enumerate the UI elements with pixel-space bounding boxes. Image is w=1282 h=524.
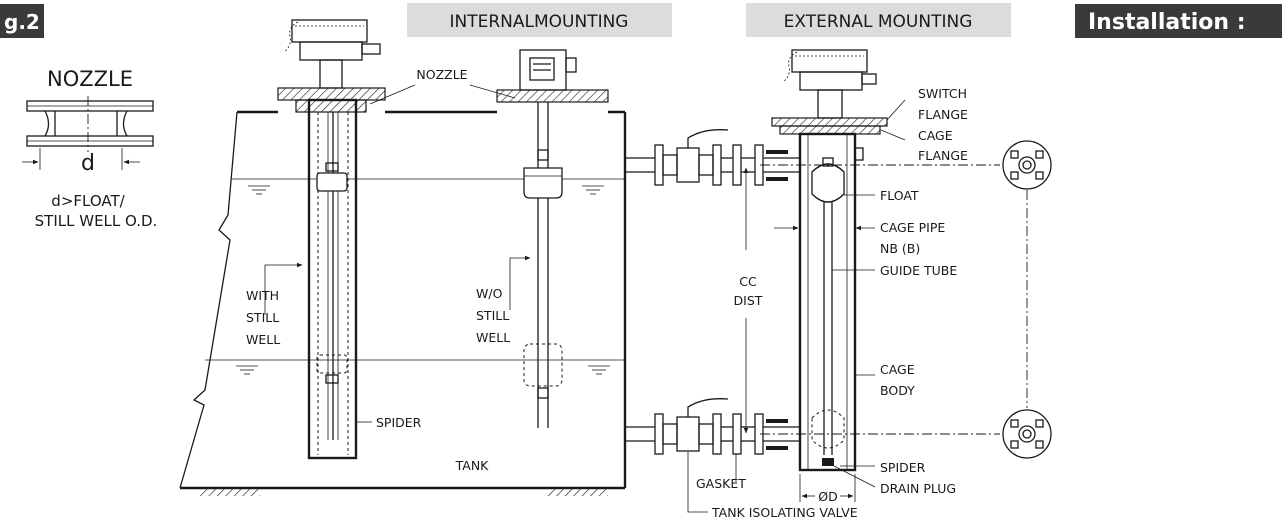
header-internal-mounting: INTERNALMOUNTING: [407, 3, 672, 37]
guide-tube-label: GUIDE TUBE: [880, 263, 957, 278]
gasket-label: GASKET: [696, 476, 746, 491]
cc-dist-2: DIST: [734, 293, 763, 308]
wo-still-well-1: W/O: [476, 286, 503, 301]
nozzle-note-1: d>FLOAT/: [51, 192, 125, 210]
cage-flange-1: CAGE: [918, 128, 953, 143]
external-cage: [771, 49, 888, 472]
with-still-well-3: WELL: [246, 332, 280, 347]
switch-flange-2: FLANGE: [918, 107, 968, 122]
nozzle-label: NOZZLE: [416, 67, 467, 82]
with-still-well-1: WITH: [246, 288, 279, 303]
installation-tag: Installation :: [1075, 4, 1282, 38]
cage-pipe-1: CAGE PIPE: [880, 220, 945, 235]
cage-pipe-2: NB (B): [880, 241, 920, 256]
spider-left-label: SPIDER: [376, 415, 422, 430]
float-label: FLOAT: [880, 188, 919, 203]
tank-isolating-valve-label: TANK ISOLATING VALVE: [711, 505, 858, 520]
internal-switch-with-still-well: [264, 19, 386, 460]
cc-dist-1: CC: [739, 274, 757, 289]
od-label: ØD: [818, 489, 837, 504]
lower-process-connection: [625, 398, 800, 455]
internal-switch-without-still-well: [496, 49, 609, 428]
svg-text:EXTERNAL MOUNTING: EXTERNAL MOUNTING: [784, 12, 973, 32]
flange-view-upper: [1002, 140, 1052, 190]
tank-label: TANK: [455, 458, 490, 473]
wo-still-well-2: STILL: [476, 308, 509, 323]
flange-view-lower: [1002, 409, 1052, 459]
svg-text:Installation :: Installation :: [1088, 10, 1246, 35]
svg-text:g.2: g.2: [4, 10, 40, 34]
cage-body-1: CAGE: [880, 362, 915, 377]
cage-body-2: BODY: [880, 383, 915, 398]
nozzle-detail: NOZZLE d d>FLOAT/ STILL WELL O.D.: [22, 67, 157, 230]
cage-flange-2: FLANGE: [918, 148, 968, 163]
nozzle-detail-title: NOZZLE: [47, 67, 133, 91]
tank-outline: TANK: [179, 110, 627, 496]
switch-flange-1: SWITCH: [918, 86, 967, 101]
fig-tag: g.2: [0, 4, 44, 38]
header-external-mounting: EXTERNAL MOUNTING: [746, 3, 1011, 37]
wo-still-well-3: WELL: [476, 330, 510, 345]
with-still-well-2: STILL: [246, 310, 279, 325]
drain-plug-label: DRAIN PLUG: [880, 481, 956, 496]
svg-text:INTERNALMOUNTING: INTERNALMOUNTING: [450, 12, 629, 32]
upper-process-connection: [625, 129, 800, 186]
nozzle-dim-d: d: [81, 151, 95, 176]
spider-right-label: SPIDER: [880, 460, 926, 475]
nozzle-note-2: STILL WELL O.D.: [35, 212, 158, 230]
